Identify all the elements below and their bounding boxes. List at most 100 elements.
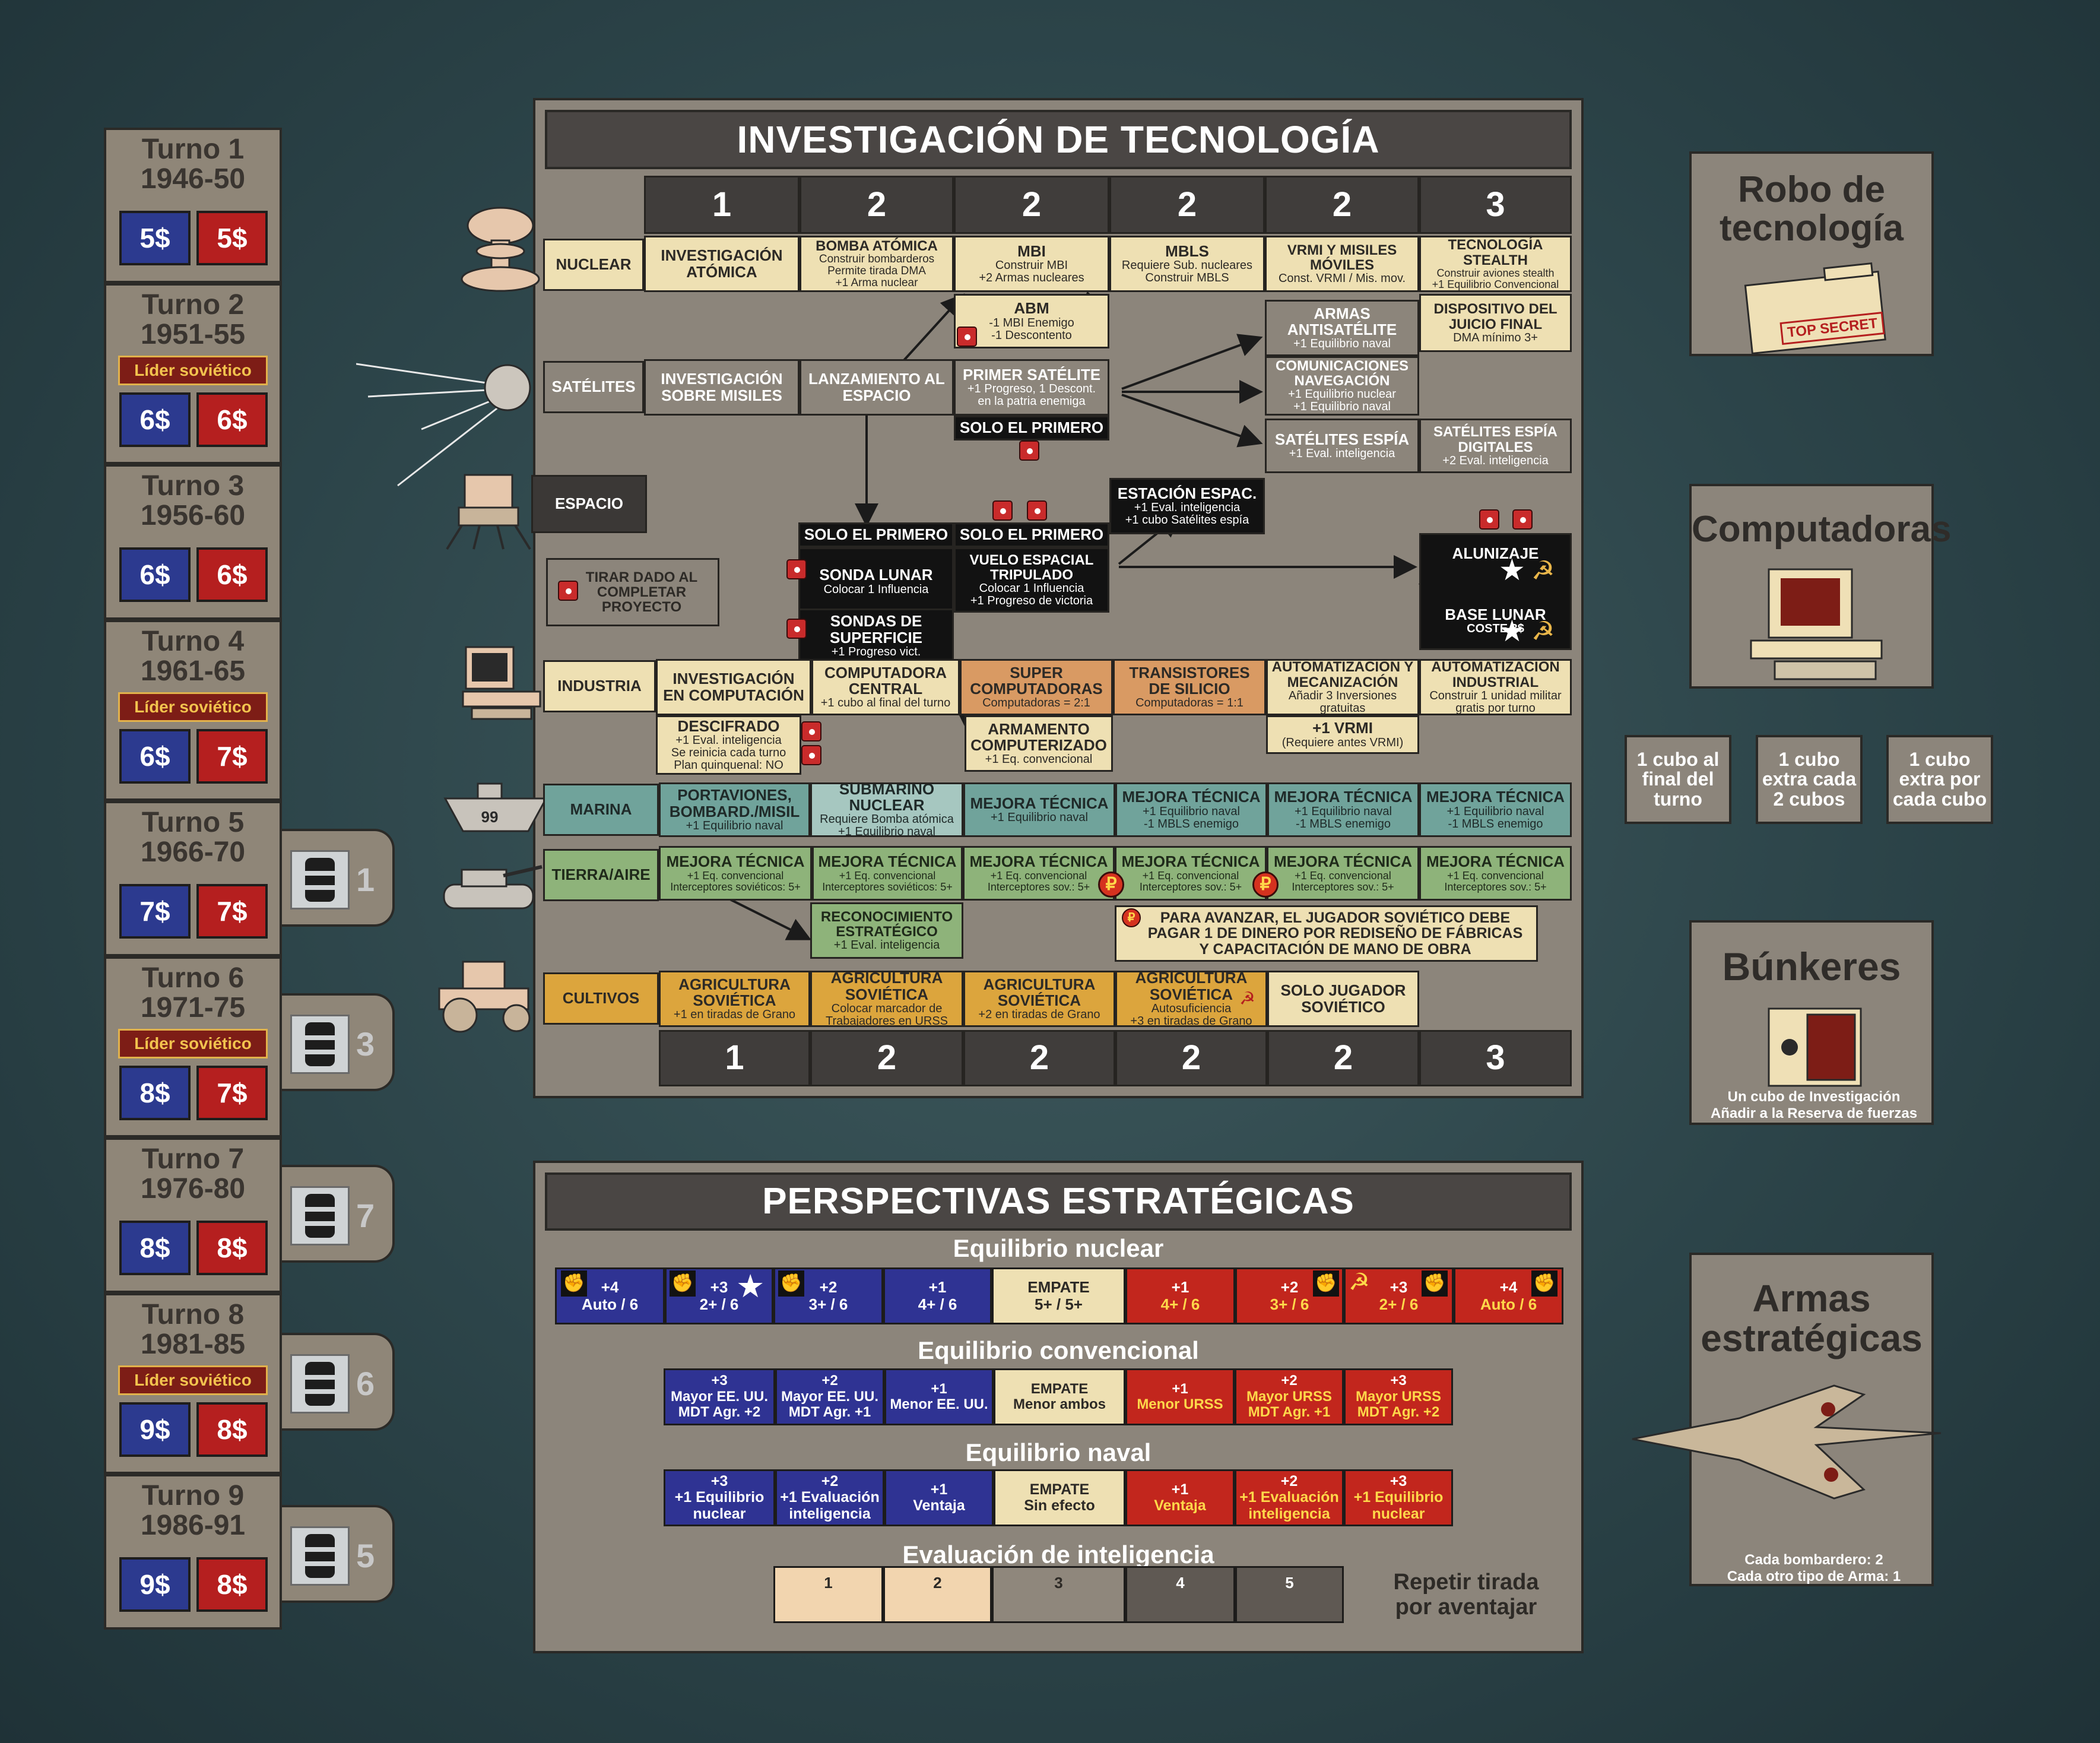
tech-abm[interactable]: ABM-1 MBI Enemigo -1 Descontento <box>954 294 1109 348</box>
fist-icon: ✊ <box>1422 1270 1448 1297</box>
tech-surface-probes[interactable]: SONDAS DE SUPERFICIE+1 Progreso vict. <box>798 609 954 663</box>
tech-land-upgrade[interactable]: MEJORA TÉCNICA+1 Eq. convencional Interc… <box>1419 846 1572 901</box>
us-income: 6$ <box>119 729 191 784</box>
oil-count: 1 <box>356 861 375 898</box>
ussr-income: 8$ <box>196 1557 268 1612</box>
tech-space-station[interactable]: ESTACIÓN ESPAC.+1 Eval. inteligencia +1 … <box>1109 478 1265 534</box>
naval-balance-cell[interactable]: +3+1 Equilibrio nuclear <box>1344 1469 1453 1526</box>
tech-land-upgrade[interactable]: MEJORA TÉCNICA+1 Eq. convencional Interc… <box>659 846 812 901</box>
tech-digital-spy-satellites[interactable]: SATÉLITES ESPÍA DIGITALES+2 Eval. inteli… <box>1419 419 1572 473</box>
oil-count: 5 <box>356 1537 375 1574</box>
tech-asat[interactable]: ARMAS ANTISATÉLITE+1 Equilibrio naval <box>1265 300 1419 356</box>
tech-naval-upgrade[interactable]: MEJORA TÉCNICA+1 Equilibrio naval <box>963 782 1115 837</box>
tech-theft-card[interactable]: Robo de tecnología TOP SECRET <box>1689 151 1934 356</box>
tech-land-upgrade[interactable]: MEJORA TÉCNICA+1 Eq. convencional Interc… <box>1115 846 1267 901</box>
ussr-income: 5$ <box>196 211 268 265</box>
tech-vrmi-plus[interactable]: +1 VRMI(Requiere antes VRMI) <box>1266 715 1419 754</box>
tech-land-upgrade[interactable]: MEJORA TÉCNICA+1 Eq. convencional Interc… <box>1267 846 1419 901</box>
tech-first-satellite[interactable]: PRIMER SATÉLITE+1 Progreso, 1 Descont. e… <box>954 359 1109 416</box>
oil-count: 6 <box>356 1365 375 1402</box>
ruble-icon: ₽ <box>1098 872 1124 898</box>
warship-icon: 99 <box>442 775 549 843</box>
intel-eval-cell[interactable]: 1 <box>773 1566 883 1623</box>
strategic-title: PERSPECTIVAS ESTRATÉGICAS <box>545 1172 1572 1231</box>
intel-eval-cell[interactable]: 3 <box>992 1566 1125 1623</box>
tech-strategic-recon[interactable]: RECONOCIMIENTO ESTRATÉGICO+1 Eval. intel… <box>810 902 963 959</box>
intel-eval-cell[interactable]: 2 <box>883 1566 992 1623</box>
tank-icon <box>438 849 545 920</box>
tech-computerized-armament[interactable]: ARMAMENTO COMPUTERIZADO+1 Eq. convencion… <box>965 715 1113 772</box>
computers-card[interactable]: Computadoras <box>1689 484 1951 689</box>
intel-eval-cell[interactable]: 4 <box>1125 1566 1235 1623</box>
strategic-weapons-card[interactable]: Armas estratégicas Cada bombardero: 2 Ca… <box>1632 1253 1942 1586</box>
tech-computing-research[interactable]: INVESTIGACIÓN EN COMPUTACIÓN <box>656 659 811 715</box>
computer-level-box[interactable]: 1 cubo extra cada 2 cubos <box>1756 735 1863 824</box>
tech-mainframe[interactable]: COMPUTADORA CENTRAL+1 cubo al final del … <box>811 659 960 715</box>
bunkers-card[interactable]: Búnkeres Un cubo de Investigación Añadir… <box>1689 920 1934 1125</box>
tech-carriers[interactable]: PORTAVIONES, BOMBARD./MISIL+1 Equilibrio… <box>659 782 810 837</box>
intel-eval-cell[interactable]: 5 <box>1235 1566 1344 1623</box>
naval-balance-cell[interactable]: +2+1 Evaluación inteligencia <box>1235 1469 1344 1526</box>
vault-door-icon <box>1766 1006 1864 1089</box>
tech-soviet-agriculture[interactable]: AGRICULTURA SOVIÉTICA+2 en tiradas de Gr… <box>963 971 1115 1027</box>
tech-naval-upgrade[interactable]: MEJORA TÉCNICA+1 Equilibrio naval -1 MBL… <box>1419 782 1572 837</box>
tech-soviet-agriculture[interactable]: AGRICULTURA SOVIÉTICA+1 en tiradas de Gr… <box>659 971 810 1027</box>
tech-missile-research[interactable]: INVESTIGACIÓN SOBRE MISILES <box>644 359 800 416</box>
tech-space-launch[interactable]: LANZAMIENTO AL ESPACIO <box>800 359 954 416</box>
computer-level-box[interactable]: 1 cubo extra por cada cubo <box>1886 735 1993 824</box>
naval-balance-cell[interactable]: +3+1 Equilibrio nuclear <box>664 1469 775 1526</box>
tech-decoded[interactable]: DESCIFRADO+1 Eval. inteligencia Se reini… <box>656 715 801 775</box>
computer-level-box[interactable]: 1 cubo al final del turno <box>1625 735 1731 824</box>
us-income: 6$ <box>119 547 191 602</box>
tractor-icon <box>433 956 546 1036</box>
naval-balance-cell[interactable]: +2+1 Evaluación inteligencia <box>775 1469 884 1526</box>
tech-naval-upgrade[interactable]: MEJORA TÉCNICA+1 Equilibrio naval -1 MBL… <box>1267 782 1419 837</box>
tech-comms-nav[interactable]: COMUNICACIONES NAVEGACIÓN+1 Equilibrio n… <box>1265 356 1419 416</box>
cost-footer: 1 <box>659 1030 810 1086</box>
tech-spy-satellites[interactable]: SATÉLITES ESPÍA+1 Eval. inteligencia <box>1265 419 1419 473</box>
tech-naval-upgrade[interactable]: MEJORA TÉCNICA+1 Equilibrio naval -1 MBL… <box>1115 782 1267 837</box>
tech-land-upgrade[interactable]: MEJORA TÉCNICA+1 Eq. convencional Interc… <box>812 846 963 901</box>
tech-atomic-research[interactable]: INVESTIGACIÓN ATÓMICA <box>644 236 800 292</box>
tech-land-upgrade[interactable]: MEJORA TÉCNICA+1 Eq. convencional Interc… <box>963 846 1115 901</box>
